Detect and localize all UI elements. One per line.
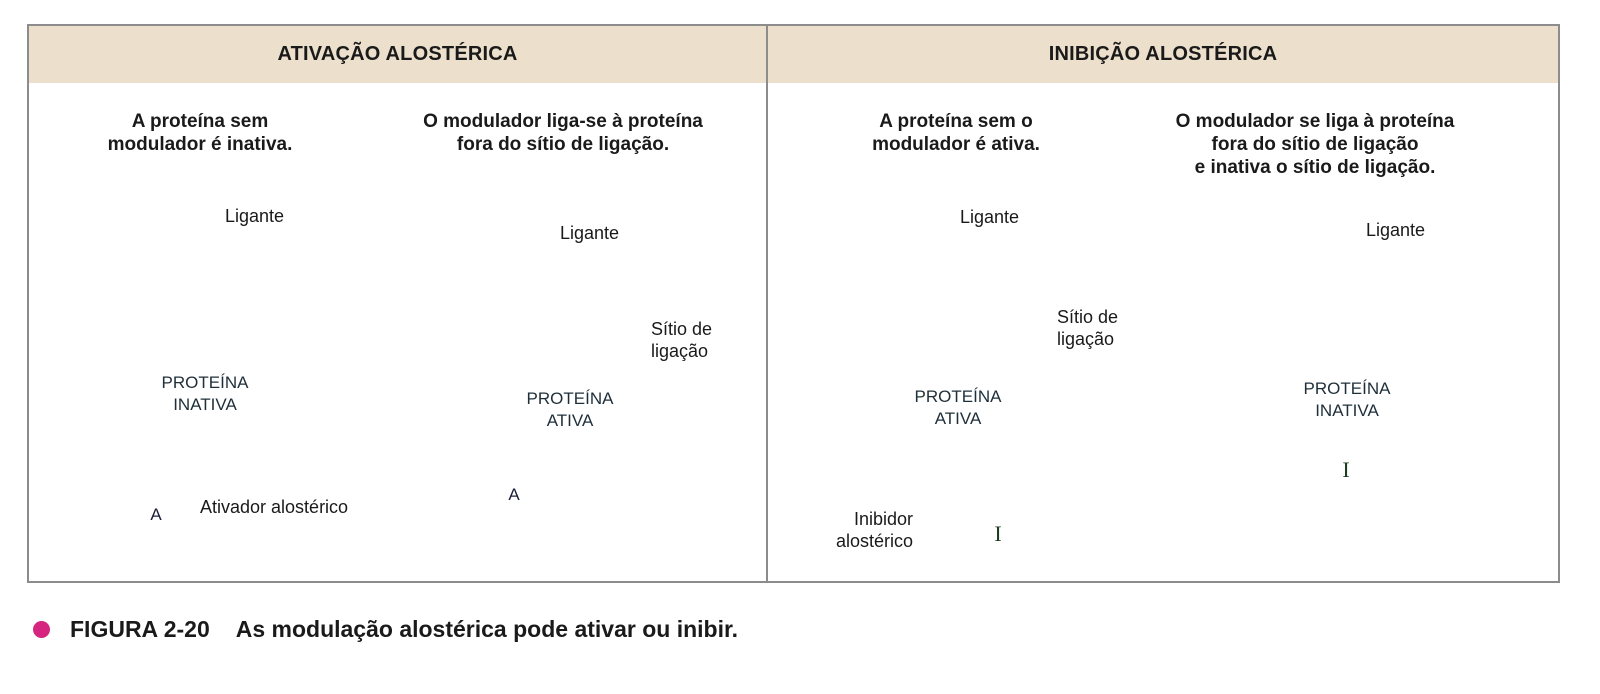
figure-number: FIGURA 2-20 bbox=[70, 616, 210, 642]
figure-caption: FIGURA 2-20 As modulação alostérica pode… bbox=[33, 616, 738, 643]
activator-symbol: A bbox=[150, 505, 162, 524]
subtitle-activation-before: A proteína sem modulador é inativa. bbox=[107, 111, 293, 155]
caption-bullet-icon bbox=[33, 621, 50, 638]
header-inhibition: INIBIÇÃO ALOSTÉRICA bbox=[768, 26, 1558, 83]
ligand-label: Ligante bbox=[225, 206, 285, 226]
protein-inactive-label: PROTEÍNA INATIVA bbox=[161, 373, 249, 414]
activator-symbol: A bbox=[508, 485, 520, 504]
header-activation: ATIVAÇÃO ALOSTÉRICA bbox=[29, 26, 766, 83]
protein-inactive-label: PROTEÍNA INATIVA bbox=[1303, 379, 1391, 420]
subtitle-inhibition-after: O modulador se liga à proteína fora do s… bbox=[1175, 111, 1455, 178]
activator-label: Ativador alostérico bbox=[200, 497, 349, 517]
binding-site-label: Sítio de ligação bbox=[1057, 307, 1119, 349]
ligand-label: Ligante bbox=[560, 223, 620, 243]
ligand-label: Ligante bbox=[960, 207, 1020, 227]
figure-frame: ATIVAÇÃO ALOSTÉRICA INIBIÇÃO ALOSTÉRICA bbox=[27, 24, 1560, 583]
subtitle-activation-after: O modulador liga-se à proteína fora do s… bbox=[423, 111, 703, 155]
inhibitor-label: Inibidor alostérico bbox=[836, 509, 914, 551]
ligand-label: Ligante bbox=[1366, 220, 1426, 240]
binding-site-label: Sítio de ligação bbox=[651, 319, 713, 361]
inhibitor-symbol: I bbox=[994, 521, 1002, 546]
protein-active-label: PROTEÍNA ATIVA bbox=[526, 389, 614, 430]
caption-text: As modulação alostérica pode ativar ou i… bbox=[235, 616, 739, 642]
subtitle-inhibition-before: A proteína sem o modulador é ativa. bbox=[872, 111, 1040, 155]
protein-active-label: PROTEÍNA ATIVA bbox=[914, 387, 1002, 428]
inhibitor-symbol: I bbox=[1342, 457, 1350, 482]
panel-divider bbox=[766, 26, 768, 581]
